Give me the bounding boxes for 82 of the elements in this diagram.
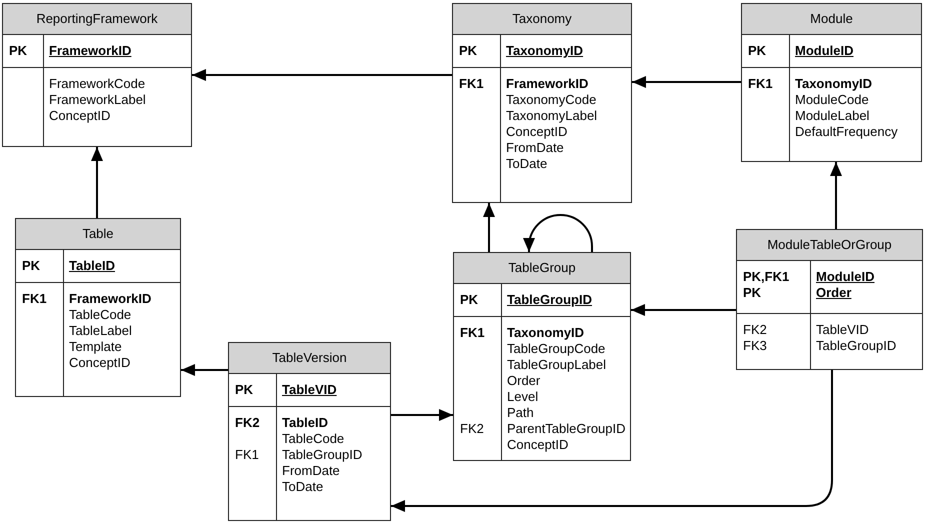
relationship-arrow — [483, 203, 495, 252]
relationship-arrow — [391, 409, 453, 421]
column-name: ModuleID — [794, 43, 854, 59]
key-label: PK — [9, 43, 28, 58]
entity-table — [453, 252, 631, 461]
column-name: ToDate — [281, 479, 324, 495]
table-title: Table — [16, 219, 180, 250]
key-label: FK1 — [235, 447, 259, 462]
key-label: FK2 — [743, 322, 767, 337]
column-name: ToDate — [505, 156, 548, 172]
key-label: FK1 — [22, 291, 47, 306]
key-label: FK2 — [235, 415, 260, 430]
column-name: TableGroupID — [815, 338, 896, 354]
column-name: TaxonomyID — [794, 76, 872, 92]
column-name: DefaultFrequency — [794, 124, 898, 140]
relationship-arrow — [181, 364, 228, 376]
key-label: PK,FK1 — [743, 269, 790, 284]
column-name: ModuleID — [815, 269, 874, 285]
column-name: ParentTableGroupID — [506, 421, 626, 437]
relationship-arrow — [830, 162, 842, 229]
column-name: FromDate — [281, 463, 340, 479]
column-name: ModuleLabel — [794, 108, 870, 124]
relationship-arrow — [91, 147, 103, 218]
column-name: TableID — [281, 415, 328, 431]
relationship-arrow — [192, 69, 452, 81]
key-label: PK — [22, 258, 40, 273]
column-name: TaxonomyID — [505, 43, 584, 59]
column-name: TableGroupID — [506, 292, 592, 308]
column-name: TableCode — [281, 431, 344, 447]
column-name: FromDate — [505, 140, 564, 156]
column-name: ConceptID — [505, 124, 568, 140]
table-title: ReportingFramework — [3, 4, 191, 35]
column-name: FrameworkCode — [48, 76, 146, 92]
column-name: TableID — [68, 258, 115, 274]
column-name: TaxonomyLabel — [505, 108, 598, 124]
column-name: TableVID — [281, 382, 337, 398]
column-name: TableVID — [815, 322, 869, 338]
entity-table — [452, 3, 632, 203]
column-name: TaxonomyCode — [505, 92, 596, 108]
table-title: ModuleTableOrGroup — [737, 230, 922, 261]
key-label: FK2 — [460, 421, 484, 436]
column-name: Path — [506, 405, 534, 421]
column-name: ConceptID — [506, 437, 568, 453]
key-label: PK — [459, 43, 478, 58]
column-name: FrameworkLabel — [48, 92, 146, 108]
entity-table — [741, 3, 922, 162]
column-name: FrameworkID — [48, 43, 132, 59]
column-name: TableGroupCode — [506, 341, 606, 357]
column-name: Order — [506, 373, 540, 389]
relationship-arrow — [391, 370, 833, 512]
column-name: ConceptID — [48, 108, 110, 124]
column-name: TableLabel — [68, 323, 132, 339]
table-title: TableVersion — [229, 343, 390, 374]
key-label: PK — [235, 382, 254, 397]
column-name: ModuleCode — [794, 92, 869, 108]
key-label: FK1 — [460, 325, 485, 340]
entity-table — [2, 3, 192, 147]
column-name: TableCode — [68, 307, 132, 323]
entity-table — [228, 342, 391, 521]
relationship-arrow — [523, 214, 593, 252]
key-label: FK3 — [743, 338, 767, 353]
relationship-arrow — [632, 76, 741, 88]
column-name: TableGroupLabel — [506, 357, 606, 373]
table-title: TableGroup — [454, 253, 630, 284]
column-name: FrameworkID — [505, 76, 588, 92]
column-name: Order — [815, 285, 852, 301]
relationship-arrow — [631, 304, 736, 316]
key-label: PK — [748, 43, 766, 58]
entity-table — [736, 229, 923, 370]
key-label: FK1 — [748, 76, 773, 91]
entity-table — [15, 218, 181, 397]
table-title: Taxonomy — [453, 4, 631, 35]
table-title: Module — [742, 4, 921, 35]
column-name: Level — [506, 389, 538, 405]
column-name: TaxonomyID — [506, 325, 584, 341]
column-name: FrameworkID — [68, 291, 152, 307]
column-name: TableGroupID — [281, 447, 362, 463]
column-name: Template — [68, 339, 122, 355]
key-label: FK1 — [459, 76, 484, 91]
key-label: PK — [460, 292, 478, 307]
column-name: ConceptID — [68, 355, 130, 371]
key-label: PK — [743, 285, 762, 300]
